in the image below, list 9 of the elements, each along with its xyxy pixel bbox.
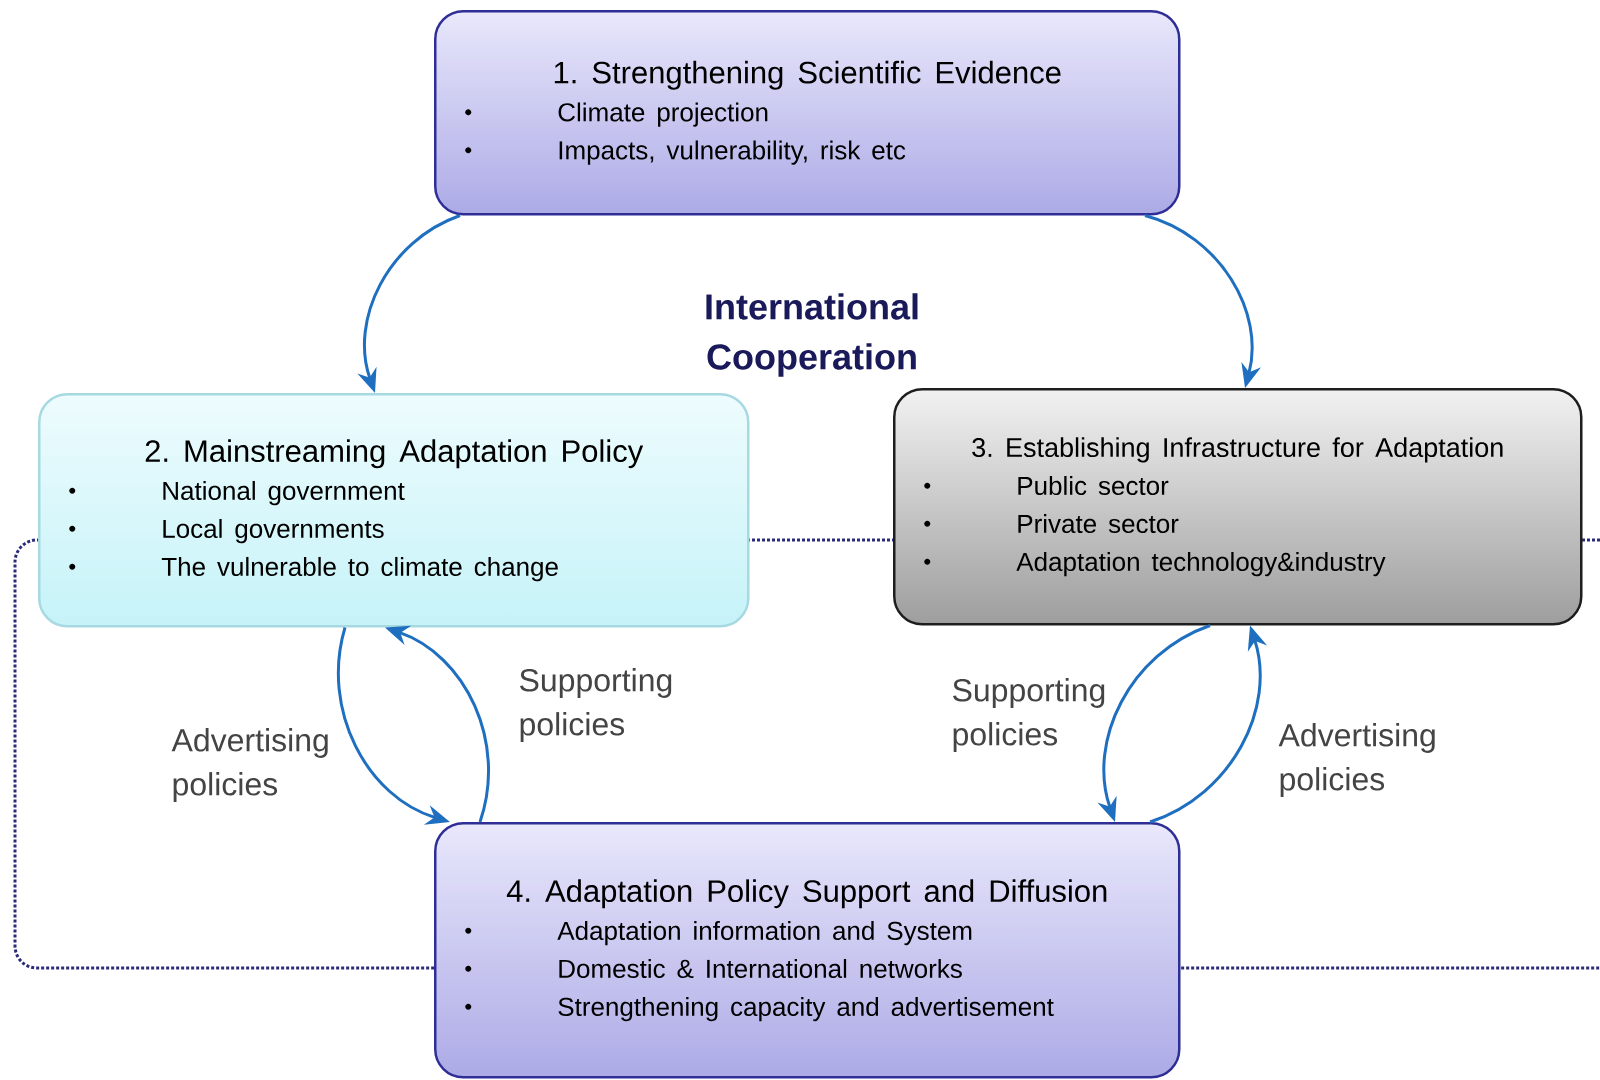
edge-label: Supporting policies: [520, 668, 672, 742]
edge-label: Advertising policies: [1278, 723, 1435, 797]
center-label: International Cooperation: [706, 293, 918, 377]
policy-box: 2. Mainstreaming Adaptation Policy National government Local governments The vulnerable to climate change: [38, 393, 750, 628]
policy-box: 3. Establishing Infrastructure for Adaptation Public sector Private sector Adaptation technology&industry: [893, 388, 1583, 626]
edge-label: Supporting policies: [953, 678, 1105, 752]
policy-box: 1. Strengthening Scientific Evidence Climate projection Impacts, vulnerability, risk etc: [434, 10, 1181, 216]
edge-label: Advertising policies: [171, 728, 328, 802]
policy-box: 4. Adaptation Policy Support and Diffusion Adaptation information and System Domestic & International networks Strengthening capacity and advertisement: [434, 822, 1181, 1079]
